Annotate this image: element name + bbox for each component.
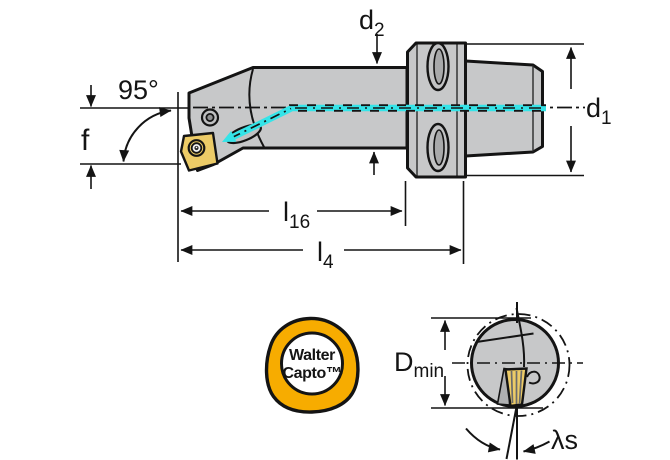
dimension-lambda-s: λs — [465, 405, 578, 460]
section-pocket-curve — [515, 307, 526, 368]
logo-text-line1: Walter — [289, 347, 335, 364]
lambda-arrow-left — [465, 427, 501, 453]
section-notch — [526, 370, 541, 385]
lambda-label: λs — [551, 425, 578, 455]
coolant-channel — [222, 104, 546, 142]
d2-label-sub: 2 — [374, 20, 385, 41]
l4-label-sub: 4 — [323, 252, 334, 273]
l4-label-main: l — [317, 237, 323, 267]
l16-label: l16 — [283, 197, 310, 233]
main-view — [179, 41, 585, 179]
l16-label-main: l — [283, 197, 289, 227]
d1-label-sub: 1 — [601, 108, 612, 129]
l4-label: l4 — [317, 237, 334, 273]
section-chord — [476, 332, 534, 343]
l16-label-sub: 16 — [289, 212, 310, 233]
dmin-label-main: D — [394, 347, 414, 377]
clamp-screw-center — [205, 113, 215, 123]
logo-inner-circle — [280, 331, 344, 396]
dimension-d2: d2 — [359, 5, 385, 175]
f-label: f — [81, 124, 90, 157]
dimension-l4: l4 — [180, 181, 465, 273]
coolant-line-diagonal — [229, 105, 293, 141]
section-view: λs Dmin — [394, 302, 583, 460]
d1-label: d1 — [586, 93, 612, 129]
insert-screw-dot — [195, 146, 198, 149]
dimension-d1: d1 — [466, 43, 612, 177]
section-insert-hatch-3 — [518, 370, 523, 405]
d2-label: d2 — [359, 5, 385, 41]
insert-screw-outer — [187, 139, 206, 157]
section-insert-hatch-1 — [510, 370, 514, 404]
flange-slot-top-inner — [433, 48, 445, 85]
bore-circle-dashdot — [466, 313, 571, 417]
dmin-label: Dmin — [394, 347, 444, 382]
angle-label: 95° — [118, 75, 159, 105]
angle-arc — [119, 107, 172, 163]
walter-capto-logo: Walter Capto™ — [264, 316, 360, 414]
dmin-label-sub: min — [414, 361, 445, 382]
logo-text-line2: Capto™ — [283, 365, 342, 382]
coolant-arrowhead — [222, 130, 237, 142]
flange-slot-bottom-inner — [433, 129, 445, 166]
insert — [179, 131, 219, 172]
dimension-angle: 95° — [118, 75, 172, 163]
dimension-dmin: Dmin — [394, 317, 543, 409]
lambda-arrow-right — [522, 440, 550, 454]
lambda-line-inclined — [505, 406, 518, 460]
d1-label-main: d — [586, 93, 601, 123]
d2-label-main: d — [359, 5, 374, 35]
dimension-l16: l16 — [180, 181, 407, 233]
